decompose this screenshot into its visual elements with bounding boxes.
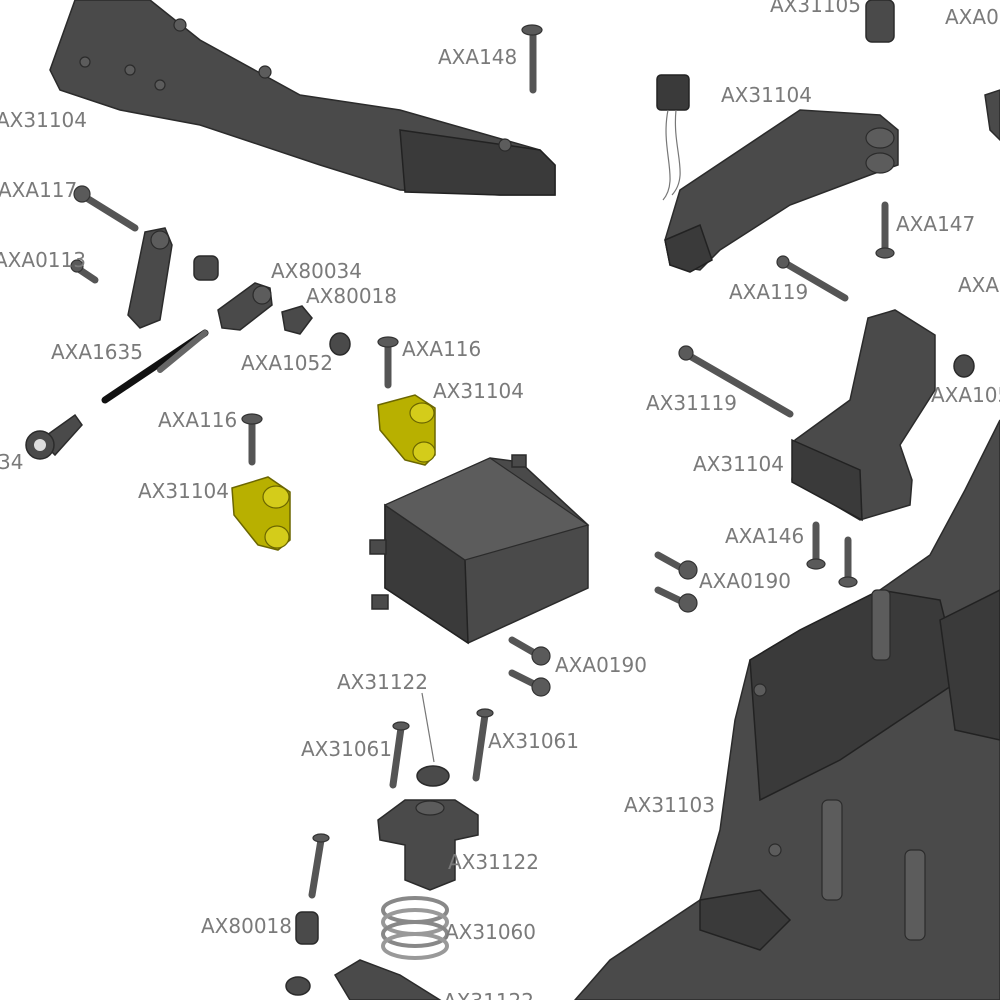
label-ax80034: AX80034: [271, 259, 362, 283]
label-axa119: AXA119: [729, 280, 808, 304]
axa0113-screw: [70, 259, 99, 284]
ax31122-bushing: [377, 799, 479, 891]
axa0190-screws-lower: [508, 636, 551, 697]
axa116-screw-right: [377, 336, 399, 389]
axa148-screw: [521, 24, 543, 94]
label-axa0190-upper: AXA0190: [699, 569, 791, 593]
ax31122-washer: [416, 765, 450, 787]
label-ax31104-right-mount: AX31104: [693, 452, 784, 476]
axa117-screw: [73, 185, 139, 232]
small-nut-part: [193, 255, 219, 281]
label-ax31104-yellow-right: AX31104: [433, 379, 524, 403]
ax31060-spring: [381, 896, 449, 960]
label-axa116-right: AXA116: [402, 337, 481, 361]
label-ax31104-top-left: AX31104: [0, 108, 87, 132]
label-axa0113: AXA0113: [0, 248, 86, 272]
label-ax31104-yellow-left: AX31104: [138, 479, 229, 503]
label-axa148: AXA148: [438, 45, 517, 69]
ax31061-screw-left: [389, 721, 410, 789]
label-ax31122-lower: AX31122: [448, 850, 539, 874]
axa105-nut: [953, 354, 975, 378]
ax80018-ball-bottom: [295, 833, 330, 945]
axa1635-turnbuckle: [101, 329, 209, 404]
axa146-screws: [806, 521, 858, 588]
label-ax31122-bottom-cut: AX31122: [443, 989, 534, 1000]
upper-arm-part: [49, 0, 556, 196]
axa1052-nut: [329, 332, 351, 356]
label-axa117: AXA117: [0, 178, 77, 202]
label-axa1052: AXA1052: [241, 351, 333, 375]
label-ax80018-bottom: AX80018: [201, 914, 292, 938]
ax80034-rod-end: [217, 282, 273, 331]
servo-mount-yellow-left: [231, 476, 291, 551]
label-axa116-left: AXA116: [158, 408, 237, 432]
ax80018-ball: [281, 305, 313, 335]
label-ax31103: AX31103: [624, 793, 715, 817]
servo-mount-yellow-right: [377, 394, 436, 466]
rod-end-left: [25, 413, 83, 460]
axa119-pin: [776, 255, 849, 302]
axa116-screw-left: [241, 413, 263, 466]
label-ax31061-right: AX31061: [488, 729, 579, 753]
label-ax31104-top-center: AX31104: [721, 83, 812, 107]
main-chassis-part: [574, 89, 1000, 1000]
axa0190-screws-upper: [654, 551, 698, 613]
label-ax31060: AX31060: [445, 920, 536, 944]
label-ax31061-left: AX31061: [301, 737, 392, 761]
label-axa0190-lower: AXA0190: [555, 653, 647, 677]
axa147-screw: [875, 201, 895, 259]
label-ax31119: AX31119: [646, 391, 737, 415]
ax31119-pin: [678, 345, 794, 418]
ax31061-screw-right: [472, 708, 494, 782]
label-axa1635: AXA1635: [51, 340, 143, 364]
servo-horn-part: [127, 227, 173, 329]
label-axa146: AXA146: [725, 524, 804, 548]
bottom-horn-part: [285, 959, 442, 1000]
upper-right-bracket-part: [656, 74, 899, 273]
ax31122-leader-line: [421, 692, 435, 763]
label-ax80018-mid: AX80018: [306, 284, 397, 308]
right-mount-part: [791, 309, 936, 522]
label-axa105-right: AXA105: [931, 383, 1000, 407]
ax31105-post: [865, 0, 895, 43]
servo-part: [369, 454, 590, 645]
label-ax34-left-edge: 34: [0, 450, 23, 474]
label-axa-right-edge: AXA: [958, 273, 999, 297]
label-ax31122-upper: AX31122: [337, 670, 428, 694]
label-ax31105-top: AX31105: [770, 0, 861, 17]
label-axa147: AXA147: [896, 212, 975, 236]
label-axa0-top-right: AXA0: [945, 5, 999, 29]
